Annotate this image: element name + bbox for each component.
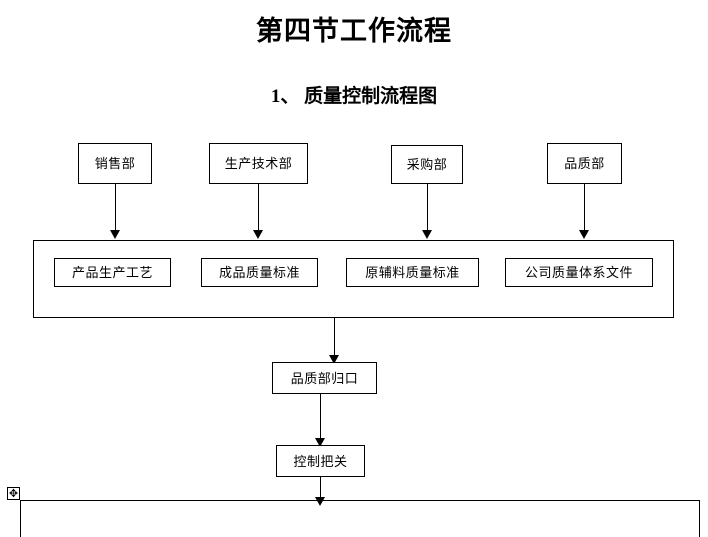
arrowhead-quality [579,230,589,239]
node-label: 公司质量体系文件 [524,265,633,280]
node-quality-dept-intake[interactable]: 品质部归口 [272,362,377,394]
node-label: 采购部 [406,157,448,172]
connector-intake-to-control [320,394,321,444]
connector-purchasing-to-group [427,184,428,232]
connector-production-to-group [258,184,259,232]
node-control-checkpoint[interactable]: 控制把关 [276,445,365,477]
node-label: 控制把关 [293,453,348,469]
node-label: 销售部 [94,156,136,171]
node-label: 生产技术部 [224,156,293,171]
connector-sales-to-group [115,184,116,232]
table-top-border [20,500,700,501]
table-right-border [699,500,700,537]
node-production-tech-dept[interactable]: 生产技术部 [209,143,308,184]
arrowhead-control [315,438,325,447]
connector-quality-to-group [584,184,585,232]
move-cross-icon: ✥ [8,487,19,500]
page-subtitle: 1、 质量控制流程图 [270,86,438,107]
arrowhead-intake [329,355,339,364]
arrowhead-table [315,497,325,506]
node-sales-dept[interactable]: 销售部 [78,143,152,184]
table-move-handle-icon[interactable]: ✥ [7,487,20,500]
page-title: 第四节工作流程 [256,16,452,46]
table-left-border [20,500,21,537]
node-product-process[interactable]: 产品生产工艺 [54,258,171,287]
node-raw-material-standard[interactable]: 原辅料质量标准 [346,258,479,287]
node-company-quality-docs[interactable]: 公司质量体系文件 [505,258,653,287]
arrowhead-sales [110,230,120,239]
node-quality-dept[interactable]: 品质部 [547,143,622,184]
connector-control-to-table [320,477,321,503]
arrowhead-purchasing [422,230,432,239]
node-label: 原辅料质量标准 [365,265,460,280]
arrowhead-production [253,230,263,239]
node-purchasing-dept[interactable]: 采购部 [391,145,463,184]
node-finished-goods-standard[interactable]: 成品质量标准 [201,258,318,287]
node-label: 品质部 [564,156,605,171]
node-label: 成品质量标准 [218,265,300,280]
connector-group-to-intake [334,318,335,360]
node-label: 产品生产工艺 [71,265,153,280]
node-label: 品质部归口 [290,370,359,386]
